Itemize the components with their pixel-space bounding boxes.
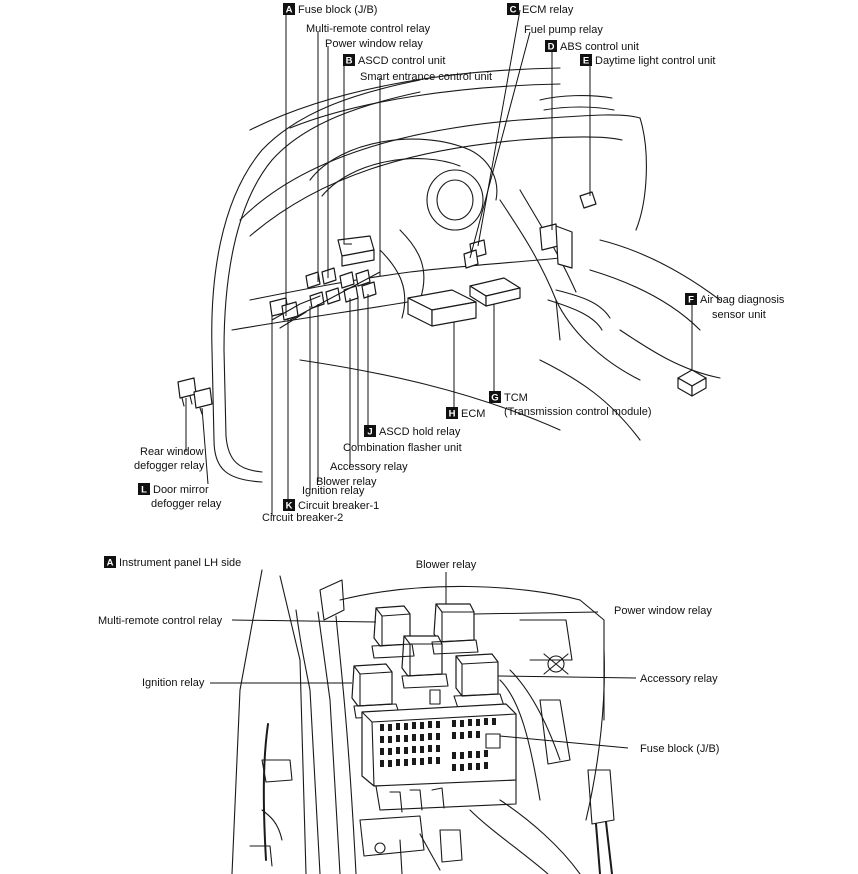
letter-box-L: [138, 483, 150, 495]
letter-G: G: [491, 393, 498, 404]
ignition-relay-label: Ignition relay: [302, 485, 365, 497]
letter-A: A: [286, 5, 293, 16]
bottom-ignition-relay-label: Ignition relay: [142, 677, 205, 689]
top-leader-lines: [185, 9, 693, 516]
multi-remote-relay-label: Multi-remote control relay: [306, 23, 431, 35]
rear-window-label-line2: defogger relay: [134, 460, 205, 472]
label-A-fuse-block: A Fuse block (J/B): [283, 3, 377, 16]
fuel-pump-relay-label: Fuel pump relay: [524, 24, 603, 36]
letter-F: F: [688, 295, 694, 306]
letter-H: H: [449, 409, 456, 420]
bottom-leader-lines: [210, 572, 637, 749]
bottom-header: A Instrument panel LH side: [104, 556, 241, 569]
letter-box-K: [283, 499, 295, 511]
air-bag-label-line2: sensor unit: [712, 309, 766, 321]
ecm-label: ECM: [461, 408, 485, 420]
bottom-multi-remote-label: Multi-remote control relay: [98, 615, 223, 627]
letter-box-A: [283, 3, 295, 15]
label-H-ecm: H ECM: [446, 407, 485, 420]
letter-box-C: [507, 3, 519, 15]
combination-flasher-label: Combination flasher unit: [343, 442, 462, 454]
letter-K: K: [286, 501, 293, 512]
bottom-blower-relay-label: Blower relay: [416, 559, 477, 571]
bottom-accessory-relay-label: Accessory relay: [640, 673, 718, 685]
air-bag-label-line1: Air bag diagnosis: [700, 294, 785, 306]
letter-box-A-bottom: [104, 556, 116, 568]
letter-A-bottom: A: [107, 558, 114, 569]
circuit-breaker-2-label: Circuit breaker-2: [262, 512, 343, 524]
label-K-circuit-breaker-1: K Circuit breaker-1: [283, 499, 379, 512]
letter-E: E: [583, 56, 589, 67]
door-mirror-label-line1: Door mirror: [153, 484, 209, 496]
letter-J: J: [367, 427, 372, 438]
letter-D: D: [548, 42, 555, 53]
letter-box-E: [580, 54, 592, 66]
daytime-light-label: Daytime light control unit: [595, 55, 715, 67]
letter-B: B: [346, 56, 353, 67]
label-C-ecm-relay: C ECM relay: [507, 3, 574, 16]
ecm-relay-label: ECM relay: [522, 4, 574, 16]
abs-control-unit-label: ABS control unit: [560, 41, 639, 53]
letter-L: L: [141, 485, 147, 496]
circuit-breaker-1-label: Circuit breaker-1: [298, 500, 379, 512]
label-G-tcm: G TCM (Transmission control module): [489, 391, 652, 418]
label-F-air-bag-sensor: F Air bag diagnosis sensor unit: [685, 293, 785, 321]
accessory-relay-label: Accessory relay: [330, 461, 408, 473]
letter-box-H: [446, 407, 458, 419]
power-window-relay-label: Power window relay: [325, 38, 423, 50]
letter-box-J: [364, 425, 376, 437]
letter-box-F: [685, 293, 697, 305]
rear-window-label-line1: Rear window: [140, 446, 204, 458]
letter-box-B: [343, 54, 355, 66]
tcm-label: TCM: [504, 392, 528, 404]
label-D-abs-control-unit: D ABS control unit: [545, 40, 639, 53]
fuse-block-label: Fuse block (J/B): [298, 4, 377, 16]
bottom-fuse-block-label: Fuse block (J/B): [640, 743, 719, 755]
label-J-ascd-hold-relay: J ASCD hold relay: [364, 425, 461, 438]
label-B-ascd-control-unit: B ASCD control unit: [343, 54, 445, 67]
letter-box-D: [545, 40, 557, 52]
ascd-control-unit-label: ASCD control unit: [358, 55, 445, 67]
letter-box-G: [489, 391, 501, 403]
door-mirror-label-line2: defogger relay: [151, 498, 222, 510]
letter-C: C: [510, 5, 517, 16]
instrument-panel-illustration: [231, 569, 615, 874]
bottom-power-window-label: Power window relay: [614, 605, 712, 617]
top-component-shapes: [177, 191, 707, 415]
tcm-full-label: (Transmission control module): [504, 406, 652, 418]
smart-entrance-label: Smart entrance control unit: [360, 71, 492, 83]
ascd-hold-relay-label: ASCD hold relay: [379, 426, 461, 438]
fuse-grid: [380, 718, 496, 771]
blower-relay-label: Blower relay: [316, 476, 377, 488]
label-L-door-mirror: L Door mirror defogger relay: [138, 483, 222, 510]
instrument-panel-label: Instrument panel LH side: [119, 557, 241, 569]
label-E-daytime-light: E Daytime light control unit: [580, 54, 715, 67]
